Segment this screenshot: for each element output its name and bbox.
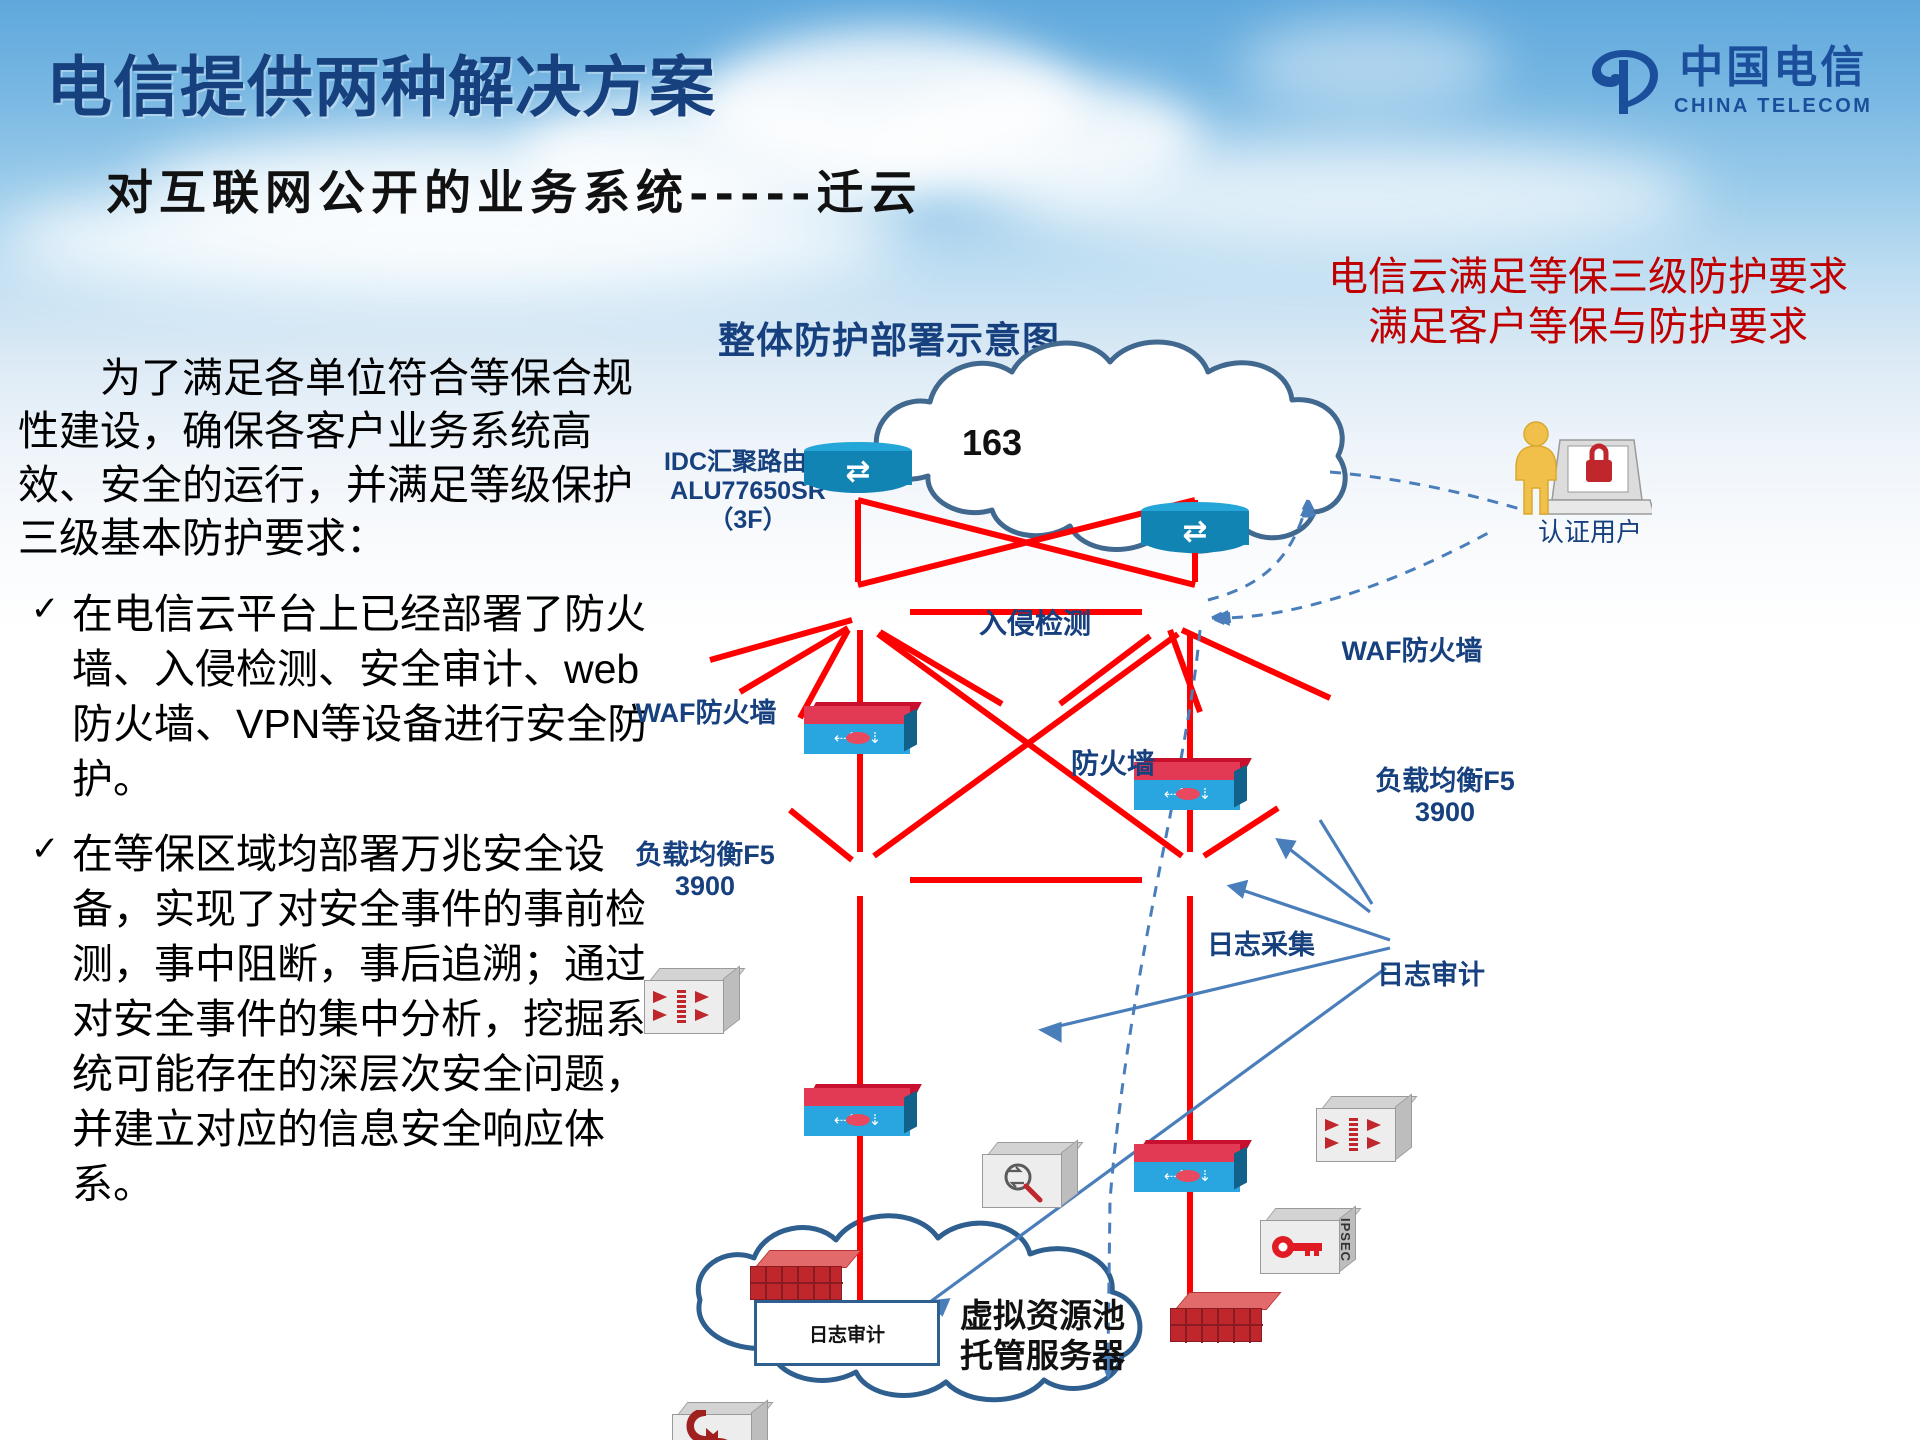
waf-firewall-left-label: WAF防火墙 — [635, 698, 777, 728]
switch-center-dot — [846, 732, 870, 744]
list-item: ✓ 在等保区域均部署万兆安全设备，实现了对安全事件的事前检测，事中阻断，事后追溯… — [18, 827, 658, 1212]
log-collect-label: 日志采集 — [1207, 930, 1315, 960]
access-switch-right[interactable]: ⇠⇡⇢⇣ — [1134, 1140, 1252, 1196]
f5-right-line-1: 负载均衡F5 — [1375, 766, 1515, 796]
log-audit-box-text: 日志审计 — [808, 1324, 885, 1346]
ipsec-vpn-device[interactable]: IPSEC — [1260, 1205, 1362, 1274]
load-balance-arrows-icon — [676, 1410, 748, 1440]
firewall-front-face — [1170, 1308, 1263, 1343]
waf-icon — [1320, 1112, 1392, 1158]
core-switch-left[interactable]: ⇠⇡⇢⇣ — [804, 702, 922, 758]
device-front-face — [982, 1154, 1062, 1208]
red-note-line-2: 满足客户等保与防护要求 — [1368, 305, 1808, 349]
firewall-brick-right[interactable] — [1170, 1292, 1282, 1344]
china-telecom-mark-icon — [1588, 44, 1662, 120]
switch-lid-front — [804, 706, 910, 726]
blue-dashed-vpn-group — [1097, 470, 1531, 1380]
log-audit-box-in-pool[interactable]: 日志审计 — [754, 1300, 940, 1366]
virtual-pool-line-2: 托管服务器 — [960, 1336, 1125, 1374]
sky-cloud-decor — [0, 180, 900, 300]
core-switch-right[interactable]: ⇠⇡⇢⇣ — [1134, 758, 1252, 814]
authenticated-user-label: 认证用户 — [1537, 517, 1642, 547]
diagram-title: 整体防护部署示意图 — [718, 320, 1060, 361]
firewall-brick-left[interactable] — [750, 1250, 862, 1302]
sky-cloud-decor — [1240, 20, 1500, 110]
device-side-face — [1061, 1139, 1078, 1207]
left-text-column: 为了满足各单位符合等保合规性建设，确保各客户业务系统高效、安全的运行，并满足等级… — [18, 352, 658, 1232]
bullet-text: 在电信云平台上已经部署了防火墙、入侵检测、安全审计、web防火墙、VPN等设备进… — [72, 591, 649, 802]
bullet-text: 在等保区域均部署万兆安全设备，实现了对安全事件的事前检测，事中阻断，事后追溯；通… — [72, 830, 646, 1207]
intro-paragraph: 为了满足各单位符合等保合规性建设，确保各客户业务系统高效、安全的运行，并满足等级… — [18, 355, 633, 561]
router-arrows-icon: ⇄ — [1182, 515, 1208, 548]
switch-center-dot — [846, 1114, 870, 1126]
slide-subtitle: 对互联网公开的业务系统-----迁云 — [106, 166, 923, 221]
china-telecom-logo: 中国电信 CHINA TELECOM — [1588, 44, 1872, 120]
list-item: ✓ 在电信云平台上已经部署了防火墙、入侵检测、安全审计、web防火墙、VPN等设… — [18, 587, 658, 807]
router-body — [804, 451, 912, 493]
virtual-pool-line-1: 虚拟资源池 — [960, 1297, 1125, 1334]
china-telecom-wordmark: 中国电信 CHINA TELECOM — [1674, 46, 1872, 118]
f5-right-line-2: 3900 — [1414, 797, 1476, 828]
logo-en-text: CHINA TELECOM — [1674, 95, 1873, 117]
load-balancer-f5-right-label: 负载均衡F5 3900 — [1340, 766, 1550, 828]
load-balancer-f5-left-label: 负载均衡F5 3900 — [600, 840, 810, 902]
authenticated-user-icon[interactable] — [1502, 418, 1655, 528]
sky-cloud-decor — [1000, 140, 1700, 250]
idc-router-right[interactable]: ⇄ — [1141, 502, 1249, 562]
slide-title: 电信提供两种解决方案 — [46, 50, 716, 124]
device-side-face — [723, 965, 740, 1033]
key-icon — [1264, 1224, 1336, 1270]
red-callout-note: 电信云满足等保三级防护要求 满足客户等保与防护要求 — [1258, 252, 1918, 352]
logo-cn-text: 中国电信 — [1679, 43, 1868, 92]
internet-cloud-shape — [873, 339, 1348, 554]
switch-lid-front — [804, 1088, 910, 1108]
check-icon: ✓ — [30, 590, 60, 629]
router-body — [1141, 511, 1249, 553]
f5-left-line-2: 3900 — [674, 871, 736, 902]
log-audit-label: 日志审计 — [1377, 960, 1485, 990]
ipsec-label: IPSEC — [1338, 1218, 1353, 1263]
check-icon: ✓ — [30, 829, 60, 868]
idc-router-floor: （3F） — [708, 505, 788, 534]
switch-lid-front — [1134, 1144, 1240, 1164]
idc-router-model: ALU77650SR — [670, 476, 826, 505]
access-switch-left[interactable]: ⇠⇡⇢⇣ — [804, 1084, 922, 1140]
internet-cloud-label: 163 — [962, 422, 1023, 463]
blue-log-link-group — [926, 819, 1391, 1317]
bullet-list: ✓ 在电信云平台上已经部署了防火墙、入侵检测、安全审计、web防火墙、VPN等设… — [18, 587, 658, 1211]
red-note-line-1: 电信云满足等保三级防护要求 — [1328, 255, 1848, 299]
switch-center-dot — [1176, 1170, 1200, 1182]
waf-firewall-left-device[interactable] — [644, 965, 746, 1034]
firewall-front-face — [750, 1266, 843, 1301]
waf-firewall-right-label: WAF防火墙 — [1341, 636, 1483, 666]
waf-firewall-right-device[interactable] — [1316, 1093, 1418, 1162]
switch-lid-front — [1134, 762, 1240, 782]
idc-router-left[interactable]: ⇄ — [804, 442, 912, 502]
f5-left-line-1: 负载均衡F5 — [635, 840, 775, 870]
switch-center-dot — [1176, 788, 1200, 800]
firewall-label: 防火墙 — [1070, 748, 1155, 779]
intrusion-detection-device[interactable] — [982, 1139, 1084, 1208]
virtual-resource-pool-label: 虚拟资源池 托管服务器 — [960, 1296, 1125, 1375]
router-arrows-icon: ⇄ — [845, 455, 871, 488]
load-balancer-f5-left[interactable] — [672, 1399, 774, 1440]
network-topology-diagram: 整体防护部署示意图 — [630, 300, 1920, 1440]
intrusion-detection-label: 入侵检测 — [978, 608, 1091, 639]
waf-icon — [648, 984, 720, 1030]
magnifier-icon — [986, 1158, 1058, 1204]
device-side-face — [1395, 1093, 1412, 1161]
